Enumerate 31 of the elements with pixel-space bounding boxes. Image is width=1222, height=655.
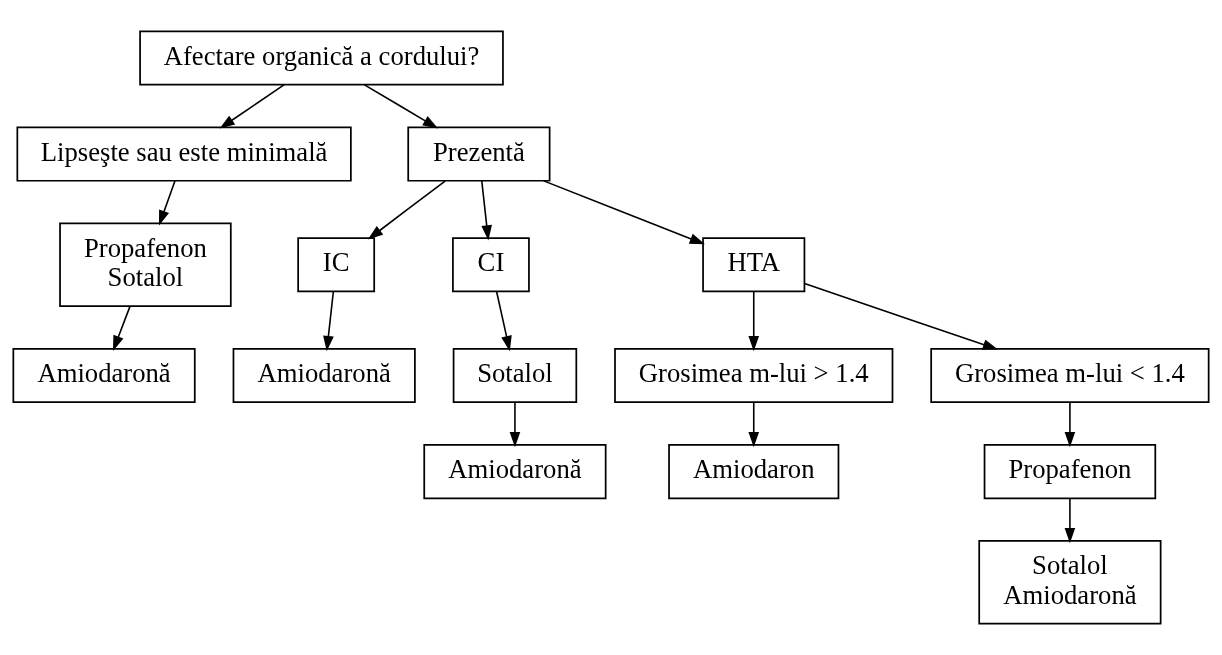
node-box: Amiodaronă bbox=[12, 348, 196, 404]
node-box: Amiodaron bbox=[668, 444, 840, 500]
arrow bbox=[219, 84, 285, 129]
arrow bbox=[495, 290, 512, 352]
node-box: Lipseşte sau este minimală bbox=[16, 126, 352, 182]
arrow bbox=[480, 180, 492, 241]
node-box: Propafenon bbox=[983, 444, 1157, 500]
arrow bbox=[112, 305, 131, 351]
node-box: Sotalol bbox=[452, 348, 578, 404]
arrow bbox=[159, 180, 176, 226]
node-box: Prezentă bbox=[407, 126, 551, 182]
node-box: Afectare organică a cordului? bbox=[139, 30, 504, 86]
node-box: Amiodaronă bbox=[423, 444, 607, 500]
node-box: Amiodaronă bbox=[232, 348, 416, 404]
arrow bbox=[1064, 401, 1076, 448]
arrow bbox=[803, 282, 998, 350]
node-box: CI bbox=[452, 237, 530, 293]
arrow bbox=[323, 290, 335, 352]
arrow bbox=[363, 84, 439, 129]
arrow bbox=[367, 180, 446, 240]
node-box: IC bbox=[297, 237, 376, 293]
arrow bbox=[542, 180, 705, 245]
node-box: Grosimea m-lui < 1.4 bbox=[930, 348, 1210, 404]
node-box: Sotalol Amiodaronă bbox=[978, 540, 1162, 625]
node-box: HTA bbox=[702, 237, 806, 293]
node-box: Grosimea m-lui > 1.4 bbox=[614, 348, 894, 404]
arrow bbox=[509, 401, 521, 448]
arrow bbox=[748, 401, 760, 448]
arrow bbox=[748, 290, 760, 352]
arrow bbox=[1064, 497, 1076, 544]
node-box: Propafenon Sotalol bbox=[59, 222, 232, 307]
